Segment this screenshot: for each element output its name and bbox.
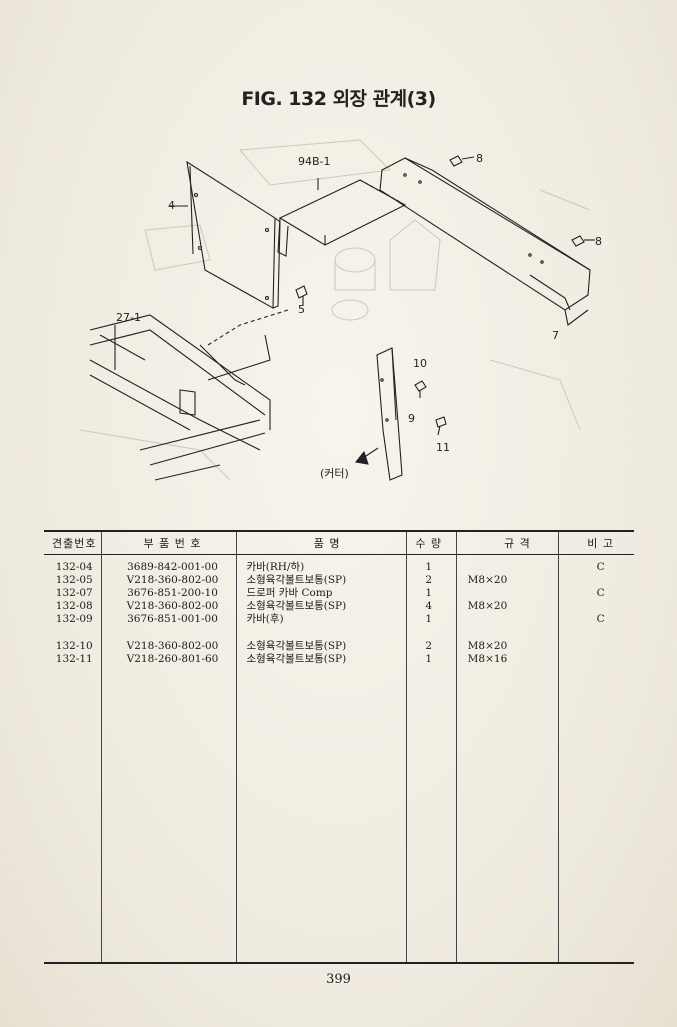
row-part-name: 드로퍼 카바 Comp	[246, 587, 333, 599]
row-note: C	[596, 613, 605, 625]
column-divider	[456, 532, 457, 962]
cutter-arrow-icon	[354, 447, 379, 465]
row-ref: 132-10	[55, 640, 93, 652]
row-spec	[450, 561, 568, 574]
table-row: 132-08 V218-360-802-00 소형육각볼트보통(SP) 4 M8…	[44, 600, 634, 613]
row-spec	[450, 587, 568, 600]
row-ref: 132-11	[55, 653, 93, 665]
part-8-bolt-top	[449, 155, 475, 167]
row-quantity: 1	[425, 653, 433, 665]
column-divider	[101, 532, 102, 962]
row-quantity: 4	[425, 600, 433, 612]
row-note: C	[596, 587, 605, 599]
exploded-parts-diagram	[79, 139, 595, 481]
callout-9: 9	[408, 412, 415, 425]
row-quantity: 1	[425, 613, 433, 625]
row-quantity: 1	[425, 561, 433, 573]
header-ref-number: 견출번호	[44, 530, 105, 555]
part-94b1-bracket	[277, 178, 407, 257]
row-part-name: 카바(RH/하)	[246, 561, 305, 573]
callout-cutter: (커터)	[320, 467, 349, 480]
row-ref: 132-09	[55, 613, 93, 625]
callout-10: 10	[413, 357, 427, 370]
callout-4: 4	[168, 199, 175, 212]
part-7-dropper-cover	[379, 157, 591, 326]
background-ghost-drawing	[79, 139, 591, 481]
column-divider	[406, 532, 407, 962]
row-part-number: V218-360-802-00	[126, 600, 219, 612]
part-8-bolt-right	[571, 235, 595, 247]
table-row: 132-11 V218-260-801-60 소형육각볼트보통(SP) 1 M8…	[44, 653, 634, 666]
parts-table: 견출번호 부 품 번 호 품 명 수 량 규 격 비 고 132-04 3689…	[44, 530, 634, 666]
part-5-bolt	[295, 285, 308, 306]
table-row: 132-04 3689-842-001-00 카바(RH/하) 1 C	[44, 561, 634, 574]
row-spec: M8×20	[467, 600, 508, 612]
callout-94b1: 94B-1	[298, 155, 331, 168]
row-ref: 132-04	[55, 561, 93, 573]
row-part-number: 3676-851-200-10	[127, 587, 218, 599]
row-spec: M8×16	[467, 653, 508, 665]
row-quantity: 2	[425, 574, 433, 586]
figure-title: FIG. 132 외장 관계(3)	[241, 88, 436, 110]
row-quantity: 1	[425, 587, 433, 599]
column-divider	[236, 532, 237, 962]
table-bottom-rule	[44, 962, 634, 964]
row-quantity: 2	[425, 640, 433, 652]
row-spec	[450, 613, 568, 626]
row-part-number: V218-360-802-00	[126, 574, 219, 586]
part-10-bolt	[414, 380, 427, 398]
row-note	[567, 574, 634, 587]
callout-8-top: 8	[476, 152, 483, 165]
callout-8-right: 8	[595, 235, 602, 248]
part-4-cover-rh	[170, 160, 281, 309]
header-quantity: 수 량	[407, 530, 450, 555]
callout-27-1: 27-1	[116, 311, 141, 324]
table-row: 132-09 3676-851-001-00 카바(후) 1 C	[44, 613, 634, 626]
row-ref: 132-05	[55, 574, 93, 586]
callout-5: 5	[298, 303, 305, 316]
row-part-name: 소형육각볼트보통(SP)	[246, 600, 347, 612]
column-divider	[558, 532, 559, 962]
row-spec: M8×20	[467, 640, 508, 652]
page-number: 399	[326, 972, 351, 987]
row-part-name: 소형육각볼트보통(SP)	[246, 640, 347, 652]
part-9-rear-cover	[376, 347, 403, 481]
part-11-bolt	[435, 416, 447, 436]
row-spec: M8×20	[467, 574, 508, 586]
parts-table-header: 견출번호 부 품 번 호 품 명 수 량 규 격 비 고	[44, 530, 634, 555]
callout-11: 11	[436, 441, 450, 454]
part-27-1-frame	[89, 314, 271, 481]
row-note	[567, 653, 634, 666]
row-note	[567, 600, 634, 613]
row-part-number: 3676-851-001-00	[127, 613, 218, 625]
header-part-number: 부 품 번 호	[104, 530, 241, 555]
row-part-name: 소형육각볼트보통(SP)	[246, 653, 347, 665]
table-row-spacer	[44, 626, 634, 640]
header-spec: 규 격	[449, 530, 568, 555]
row-ref: 132-08	[55, 600, 93, 612]
table-row: 132-10 V218-360-802-00 소형육각볼트보통(SP) 2 M8…	[44, 640, 634, 653]
row-part-name: 소형육각볼트보통(SP)	[246, 574, 347, 586]
callout-7: 7	[552, 329, 559, 342]
header-note: 비 고	[567, 530, 634, 555]
row-note	[567, 640, 634, 653]
row-part-number: V218-360-802-00	[126, 640, 219, 652]
row-ref: 132-07	[55, 587, 93, 599]
header-part-name: 품 명	[240, 530, 408, 555]
table-row: 132-05 V218-360-802-00 소형육각볼트보통(SP) 2 M8…	[44, 574, 634, 587]
row-note: C	[596, 561, 605, 573]
table-row: 132-07 3676-851-200-10 드로퍼 카바 Comp 1 C	[44, 587, 634, 600]
row-part-name: 카바(후)	[246, 613, 284, 625]
row-part-number: 3689-842-001-00	[127, 561, 218, 573]
row-part-number: V218-260-801-60	[126, 653, 219, 665]
